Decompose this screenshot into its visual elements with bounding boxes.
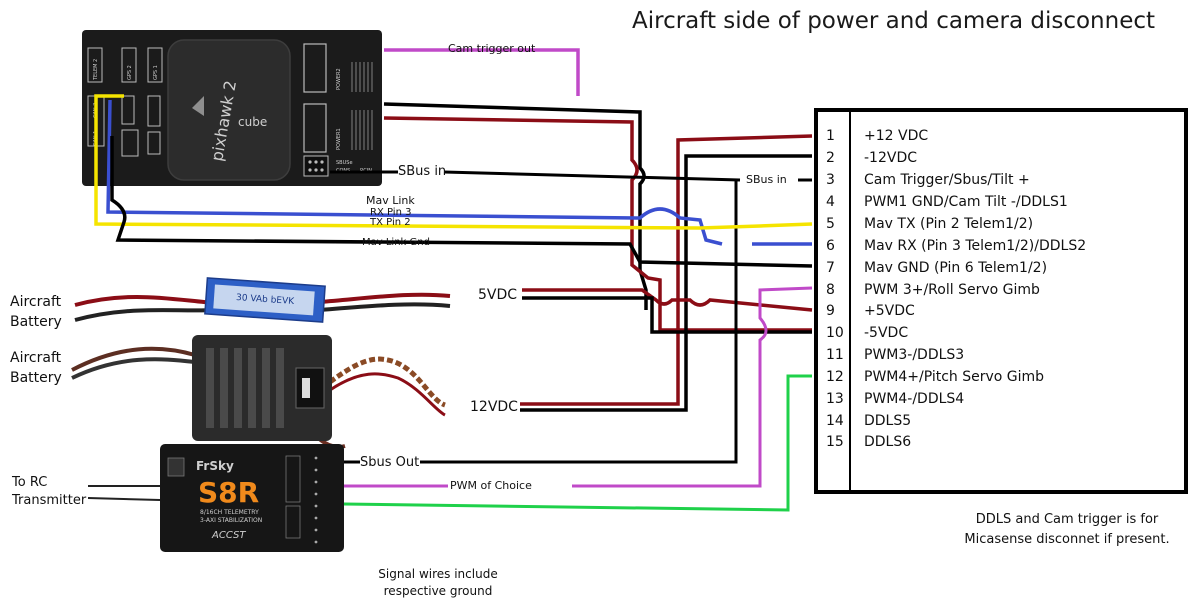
s8r-text: S8R (198, 476, 259, 509)
pin-number: 2 (826, 150, 835, 166)
pin-number: 15 (826, 434, 844, 450)
rx-line2-text: 3-AXI STABILIZATION (200, 517, 262, 524)
mav-gnd-wire (110, 136, 813, 268)
pin-number: 9 (826, 303, 835, 319)
sbus-in-conn-label: SBus in (746, 173, 787, 186)
pin-number: 3 (826, 172, 835, 188)
pin-label: +12 VDC (864, 128, 929, 144)
tx-pin-label: TX Pin 2 (370, 217, 411, 228)
power1-text: POWER1 (336, 128, 342, 150)
cube-text: cube (238, 115, 267, 129)
v12-red-wire (520, 134, 813, 406)
pin-number: 10 (826, 325, 844, 341)
pin-number: 5 (826, 216, 835, 232)
connector-outline (814, 108, 1188, 494)
ddls-note: DDLS and Cam trigger is for Micasense di… (964, 512, 1170, 547)
v5-red-wire (522, 288, 813, 312)
frsky-receiver-icon: FrSky S8R 8/16CH TELEMETRY 3-AXI STABILI… (87, 444, 344, 552)
accst-text: ACCST (211, 530, 246, 541)
pin-number: 6 (826, 238, 835, 254)
cam-trigger-wire (384, 48, 580, 96)
pin-label: DDLS5 (864, 413, 912, 429)
cam-trigger-label: Cam trigger out (448, 42, 536, 55)
v5-black-wire (522, 296, 812, 334)
gps1-text: GPS 1 (153, 65, 159, 80)
mav-link-label: Mav Link (366, 194, 415, 207)
bec-heatsink-icon (71, 335, 447, 449)
pwm-choice-label: PWM of Choice (450, 479, 532, 492)
fc-power-black-wire (383, 102, 648, 310)
pin-number: 4 (826, 194, 835, 210)
pin-label: PWM4-/DDLS4 (864, 391, 965, 407)
power2-text: POWER2 (336, 68, 342, 90)
pin-label: DDLS6 (864, 434, 912, 450)
pwm-pitch-green-wire (343, 374, 812, 512)
pin-label: PWM4+/Pitch Servo Gimb (864, 369, 1045, 385)
v12-label: 12VDC (470, 399, 518, 415)
pin-number: 8 (826, 282, 835, 298)
pin-label: PWM1 GND/Cam Tilt -/DDLS1 (864, 194, 1068, 210)
pin-label: Mav GND (Pin 6 Telem1/2) (864, 260, 1048, 276)
sbus-in-fc-label: SBus in (398, 164, 447, 179)
diagram-title: Aircraft side of power and camera discon… (632, 8, 1156, 34)
pin-label: +5VDC (864, 303, 915, 319)
signal-note: Signal wires include respective ground (378, 567, 498, 598)
rx-pin-label: RX Pin 3 (370, 207, 412, 218)
mav-rx-blue-wire (106, 99, 723, 246)
battery-2-label: Aircraft Battery (10, 350, 62, 386)
pin-label: PWM3-/DDLS3 (864, 347, 965, 363)
frsky-text: FrSky (196, 459, 234, 473)
power-module-icon: 30 VAb bEVK (74, 277, 451, 323)
mav-gnd-label: Mav Link Gnd (362, 237, 430, 248)
pin-number: 12 (826, 369, 844, 385)
pixhawk-cube-icon: pixhawk 2 cube TELEM 2 GPS 2 GPS 1 CAN 2… (82, 30, 382, 186)
telem2-text: TELEM 2 (93, 59, 99, 81)
pin-label: -5VDC (864, 325, 909, 341)
gps2-text: GPS 2 (127, 65, 133, 80)
pin-number: 1 (826, 128, 835, 144)
sbus-port-text: SBUSe (336, 160, 353, 166)
mav-tx-yellow-wire (94, 94, 813, 230)
fc-power-red-wire (383, 116, 812, 332)
v12-black-wire (520, 154, 812, 412)
pwm-choice-wire (572, 286, 813, 488)
pin-number: 14 (826, 413, 844, 429)
pin-label: Mav RX (Pin 3 Telem1/2)/DDLS2 (864, 238, 1087, 254)
sbus-out-label: Sbus Out (360, 455, 420, 470)
pin-label: PWM 3+/Roll Servo Gimb (864, 282, 1040, 298)
sbus-out-wire (420, 180, 738, 464)
pin-label: -12VDC (864, 150, 917, 166)
battery-1-label: Aircraft Battery (10, 294, 62, 330)
pin-number: 11 (826, 347, 844, 363)
rc-transmitter-label: To RC Transmitter (12, 475, 87, 508)
pin-label: Cam Trigger/Sbus/Tilt + (864, 172, 1030, 188)
pin-label: Mav TX (Pin 2 Telem1/2) (864, 216, 1034, 232)
sbus-in-fc-wire (443, 170, 741, 182)
rx-line1-text: 8/16CH TELEMETRY (200, 509, 259, 516)
pin-number: 7 (826, 260, 835, 276)
svg-text:30 VAb bEVK: 30 VAb bEVK (236, 293, 296, 307)
v5-label: 5VDC (478, 287, 518, 303)
pin-number: 13 (826, 391, 844, 407)
